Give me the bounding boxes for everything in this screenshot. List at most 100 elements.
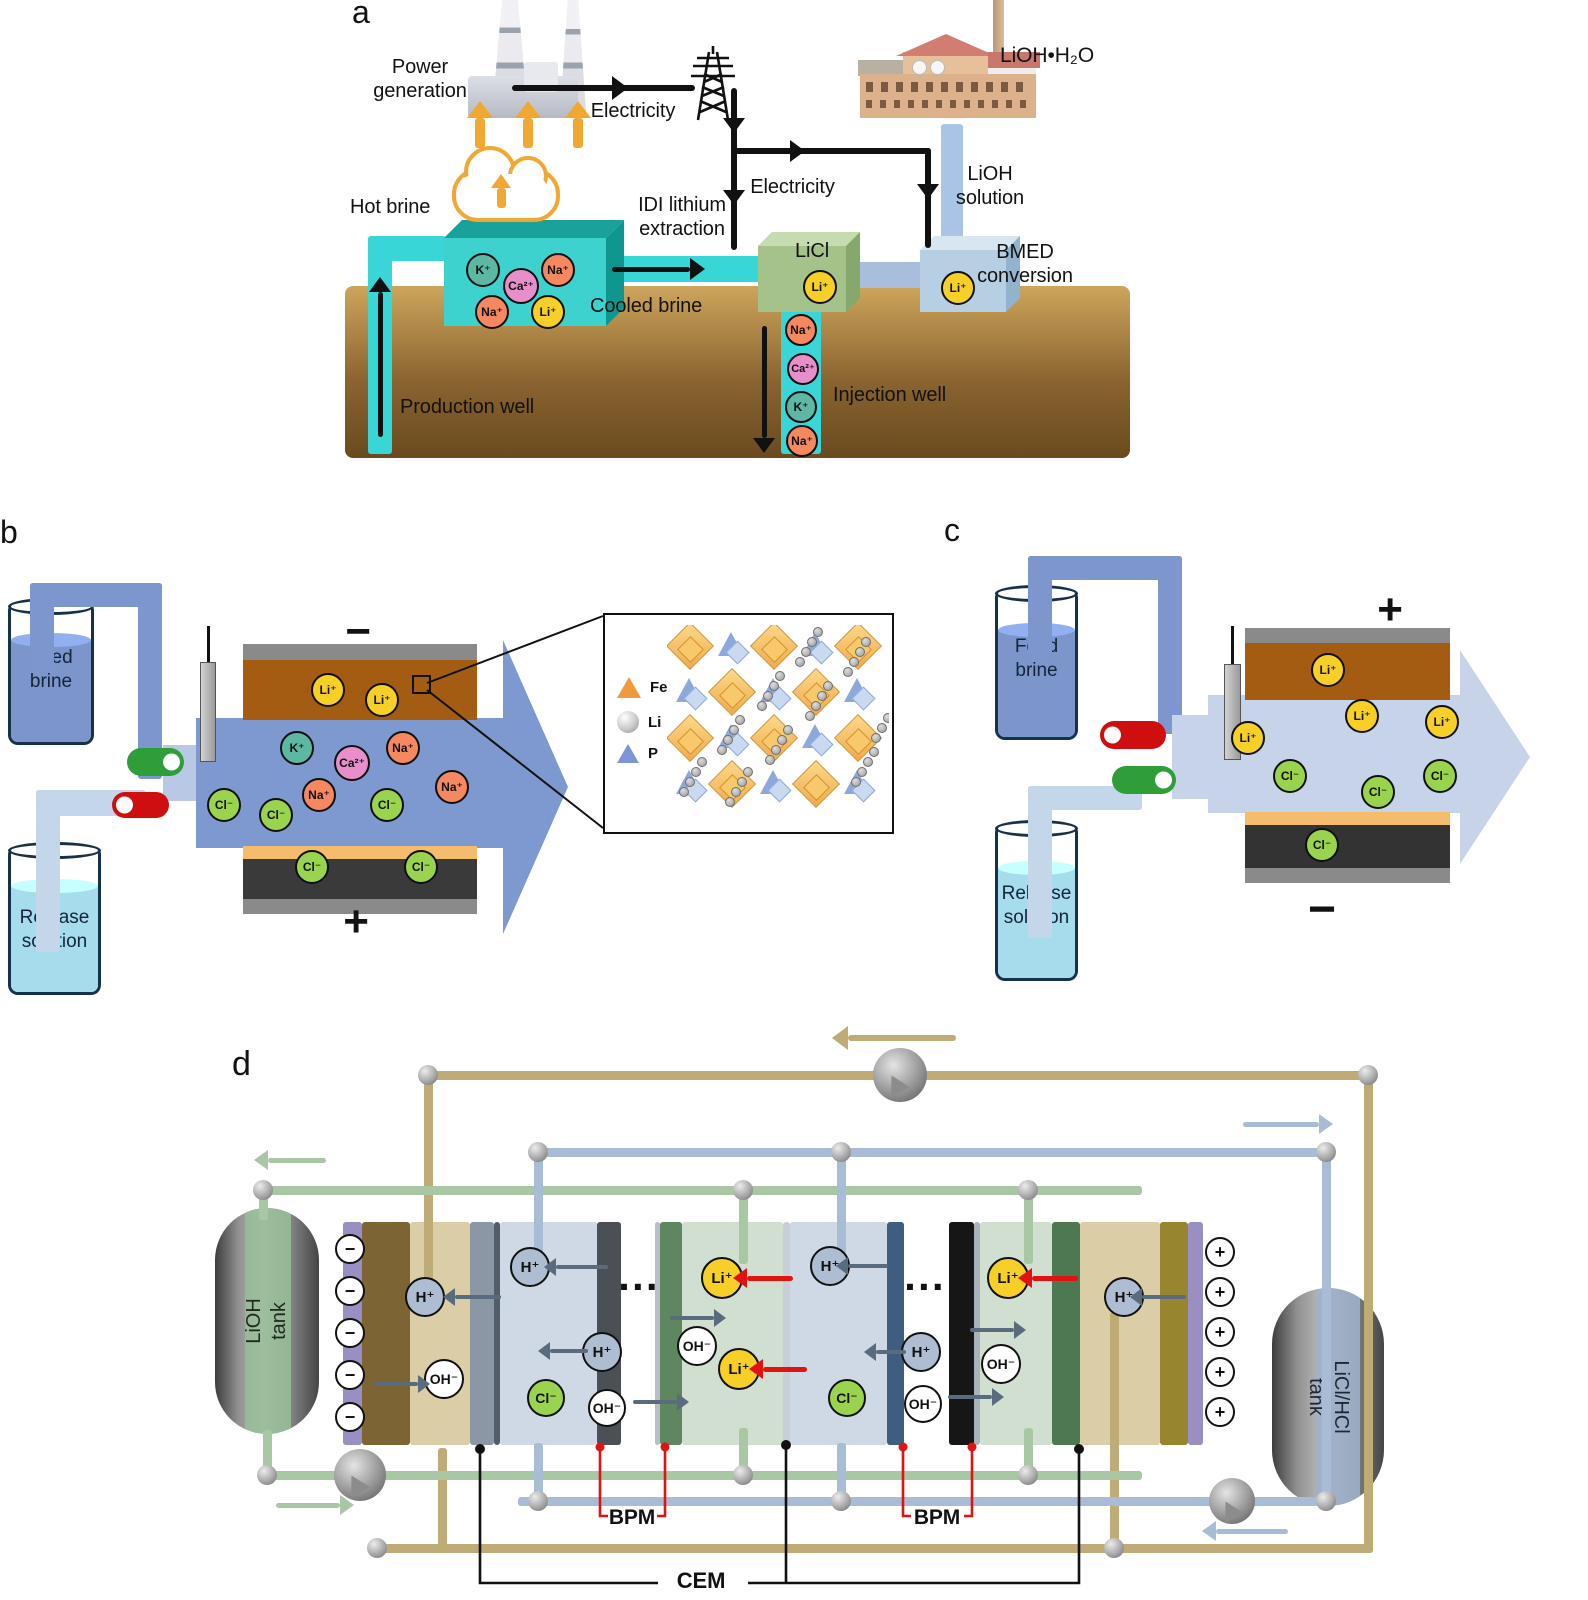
bpm-label: BPM (608, 1506, 656, 1529)
electrode-rinse-pipe (1364, 1071, 1373, 1553)
ion-h: H⁺ (405, 1277, 445, 1317)
injection-well-label: Injection well (833, 384, 947, 406)
ion-h: H⁺ (582, 1332, 622, 1372)
lioh-pipe (263, 1430, 272, 1478)
arrowhead (690, 257, 705, 280)
bpm-membrane-2b (949, 1222, 974, 1445)
green-valve[interactable] (1112, 766, 1176, 794)
ion-na: Na⁺ (302, 778, 336, 812)
ion-h: H⁺ (901, 1332, 941, 1372)
oh-migration-arrow (374, 1382, 418, 1386)
lfp-electrode (243, 660, 477, 720)
lioh-pump[interactable] (334, 1449, 386, 1503)
feed-pipe (30, 583, 54, 673)
power-generation-label: Power generation (373, 56, 467, 102)
release-pipe (1028, 786, 1052, 938)
electrode-backing (1245, 868, 1450, 883)
cem-membrane-1 (470, 1222, 494, 1445)
hot-brine-pipe (368, 236, 446, 261)
minus-sign: − (335, 1234, 365, 1264)
electrode-rinse-compartment-1 (410, 1222, 470, 1445)
oh-migration-arrow (633, 1400, 677, 1404)
panel-b-letter: b (0, 514, 18, 550)
h-migration-arrow (848, 1264, 888, 1268)
cathode-sign: − (345, 607, 371, 656)
electrode-rinse-pipe (1110, 1312, 1119, 1550)
ion-oh: OH⁻ (904, 1385, 942, 1423)
cem-membrane-2 (783, 1222, 790, 1445)
arrowhead (714, 1309, 726, 1328)
cooled-brine-label: Cooled brine (590, 295, 703, 317)
pipe-joint (528, 1491, 548, 1511)
legend-li: Li (648, 713, 662, 731)
ion-cl: Cl⁻ (1305, 828, 1339, 862)
anode-strip (1188, 1222, 1203, 1445)
production-flow-arrow (377, 292, 383, 437)
steam-arrow (523, 118, 533, 148)
minus-sign: − (335, 1318, 365, 1348)
reference-electrode (200, 662, 216, 762)
h-migration-arrow (876, 1350, 906, 1354)
red-valve[interactable] (112, 792, 169, 818)
idi-extraction-label: IDI lithium extraction (638, 194, 726, 240)
arrowhead (790, 139, 805, 162)
arrowhead (1018, 1267, 1032, 1288)
lioh-pipe (259, 1186, 1142, 1195)
licl-hcl-pump[interactable] (1209, 1478, 1255, 1529)
electrode-rinse-pipe (438, 1448, 447, 1550)
arrowhead (467, 101, 494, 118)
li-migration-arrow (747, 1275, 793, 1281)
h-migration-arrow (1142, 1295, 1186, 1299)
ion-na: Na⁺ (786, 425, 818, 457)
arrowhead (864, 1343, 876, 1362)
electricity-wire (731, 148, 931, 154)
bpm-membrane-1b (660, 1222, 682, 1445)
ion-cl: Cl⁻ (370, 788, 404, 822)
feed-pipe (1028, 556, 1182, 580)
electrode-rinse-compartment-2 (1080, 1222, 1160, 1445)
arrowhead (677, 1393, 689, 1412)
red-valve[interactable] (1100, 721, 1166, 749)
green-valve[interactable] (127, 748, 184, 776)
pipe-joint (831, 1491, 851, 1511)
legend-p: P (648, 745, 659, 762)
h-migration-arrow (455, 1295, 501, 1299)
ion-cl: Cl⁻ (404, 850, 438, 884)
ion-li: Li⁺ (311, 673, 345, 707)
cooled-brine-flow-arrow (612, 266, 690, 272)
licl-hcl-pipe (1322, 1148, 1331, 1506)
feed-pipe (1158, 556, 1182, 734)
pipe-joint (1018, 1465, 1038, 1485)
licl-flow-arrow (1243, 1121, 1319, 1127)
li-migration-arrow (1032, 1275, 1078, 1281)
electrode-backing (243, 644, 477, 660)
lioh-pipe (739, 1428, 748, 1478)
ion-ca: Ca²⁺ (787, 353, 819, 385)
evaporator-box (444, 220, 624, 238)
cem-label: CEM (676, 1568, 726, 1593)
plus-sign: + (1205, 1277, 1235, 1307)
hot-brine-label: Hot brine (350, 196, 431, 218)
lfp-electrode (1245, 643, 1450, 700)
arrowhead (490, 174, 511, 188)
pipe-joint (253, 1180, 273, 1200)
electricity-wire (731, 88, 737, 250)
steam-arrow (573, 118, 583, 148)
bpm-membrane-1b-edge (655, 1222, 660, 1445)
ion-ca: Ca²⁺ (334, 745, 370, 781)
anion-electrode-layer (243, 846, 477, 859)
cathode-sign: − (1308, 883, 1336, 936)
lioh-solution-pipe (941, 124, 963, 242)
arrowhead (1014, 1321, 1026, 1340)
electrode-backing (1245, 628, 1450, 643)
electrode-rinse-pump[interactable] (873, 1048, 927, 1103)
pipe-joint (1018, 1180, 1038, 1200)
ion-oh: OH⁻ (981, 1344, 1021, 1384)
ion-li: Li⁺ (1425, 705, 1459, 739)
arrowhead (836, 1257, 848, 1276)
pipe-joint (831, 1142, 851, 1162)
arrowhead (340, 1494, 354, 1515)
ion-cl: Cl⁻ (1273, 759, 1307, 793)
anode-sign: + (1377, 585, 1403, 634)
